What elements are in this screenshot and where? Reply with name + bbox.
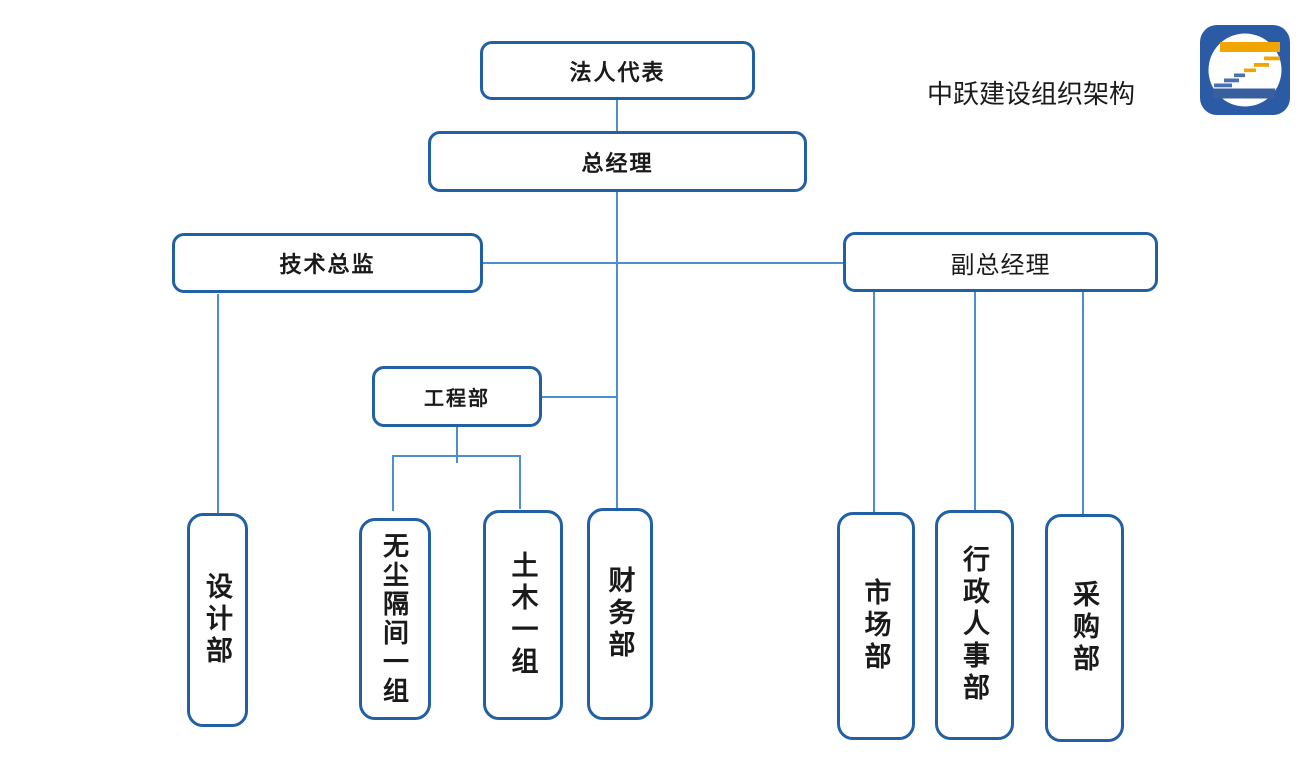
node-label: 采购部	[1069, 580, 1099, 676]
node-admin-hr-dept[interactable]: 行政人事部	[935, 510, 1014, 740]
connector-deputygm-procurement	[1082, 291, 1084, 515]
node-legal-representative[interactable]: 法人代表	[480, 41, 755, 100]
connector-gm-trunk	[616, 192, 618, 509]
node-label: 技术总监	[279, 252, 376, 277]
node-procurement-dept[interactable]: 采购部	[1045, 514, 1124, 742]
connector-legalrep-gm	[616, 100, 618, 132]
node-general-manager[interactable]: 总经理	[428, 131, 807, 192]
node-dust-free-partition-group-1[interactable]: 无尘隔间一组	[359, 518, 431, 720]
chart-title: 中跃建设组织架构	[927, 79, 1136, 109]
node-deputy-general-manager[interactable]: 副总经理	[843, 232, 1158, 292]
node-label: 设计部	[202, 572, 232, 668]
connector-techdir-design	[217, 294, 219, 514]
node-label: 行政人事部	[959, 545, 989, 705]
node-label: 市场部	[860, 578, 891, 674]
node-label: 无尘隔间一组	[379, 532, 410, 706]
node-label: 工程部	[424, 388, 490, 410]
node-label: 土木一组	[507, 551, 538, 679]
node-label: 财务部	[604, 566, 635, 662]
company-logo z-stairs-icon	[1200, 25, 1290, 115]
connector-deputygm-marketing	[873, 291, 875, 513]
node-label: 副总经理	[950, 251, 1051, 279]
connector-engineering-trunk	[542, 396, 617, 398]
node-civil-group-1[interactable]: 土木一组	[483, 510, 563, 720]
connector-engineering-drop	[456, 427, 458, 463]
connector-techdir-deputygm	[483, 262, 843, 264]
node-engineering-dept[interactable]: 工程部	[372, 366, 542, 427]
node-marketing-dept[interactable]: 市场部	[837, 512, 915, 740]
connector-engineering-bar	[392, 455, 521, 457]
node-label: 法人代表	[569, 59, 666, 85]
connector-deputygm-adminhr	[974, 291, 976, 511]
node-finance-dept[interactable]: 财务部	[587, 508, 653, 720]
connector-bar-civil	[519, 455, 521, 509]
connector-bar-dustfree	[392, 455, 394, 511]
node-label: 总经理	[581, 150, 654, 176]
node-design-dept[interactable]: 设计部	[187, 513, 248, 727]
node-technical-director[interactable]: 技术总监	[172, 233, 483, 293]
